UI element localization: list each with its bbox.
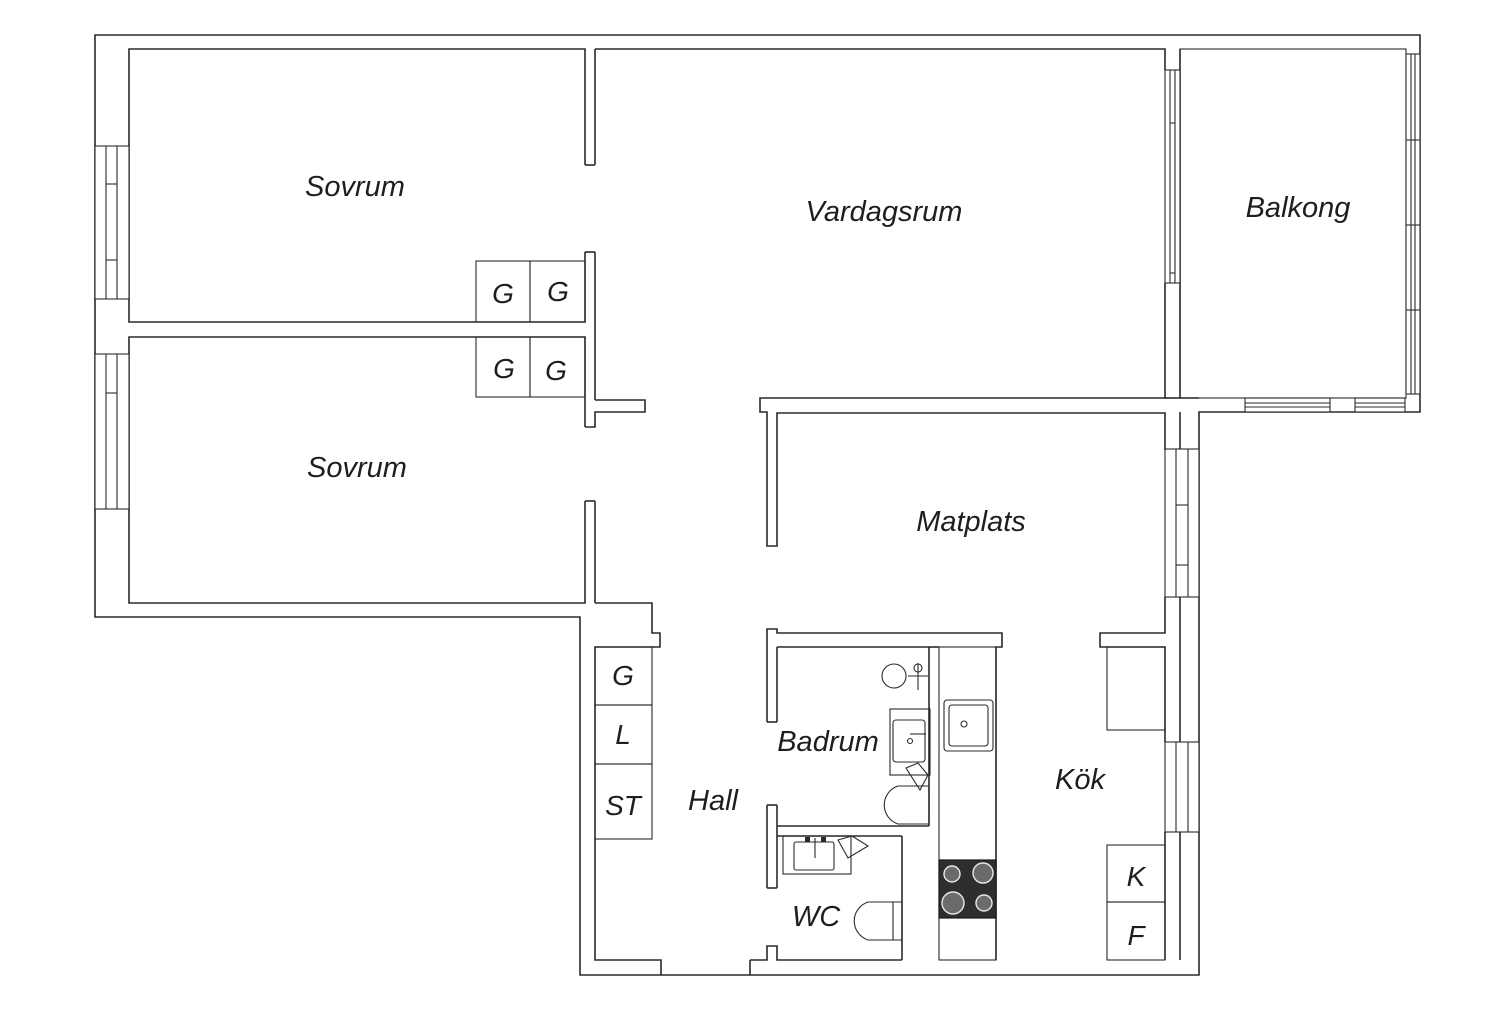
room-label-matplats: Matplats xyxy=(916,506,1026,538)
window-bedroom-lower xyxy=(94,353,130,510)
window-kitchen xyxy=(1164,741,1200,833)
cabinet-label-g: G xyxy=(493,353,515,384)
window-dining xyxy=(1164,448,1200,598)
bathroom-walls xyxy=(766,628,1003,960)
room-label-sovrum-lower: Sovrum xyxy=(307,452,407,484)
room-label-kok: Kök xyxy=(1055,764,1106,796)
cabinet-label-g: G xyxy=(547,276,569,307)
room-label-hall: Hall xyxy=(688,785,740,817)
cabinet-label-kok-f: F xyxy=(1127,920,1146,951)
kitchen-counter xyxy=(938,646,997,961)
room-label-vardagsrum: Vardagsrum xyxy=(806,196,963,228)
cabinet-label-hall-l: L xyxy=(615,719,631,750)
wc-washbasin xyxy=(782,835,870,875)
kitchen-hob xyxy=(938,859,997,919)
cabinet-label-g: G xyxy=(492,278,514,309)
wardrobe-group-lower xyxy=(475,336,586,398)
cabinet-label-kok-k: K xyxy=(1127,861,1147,892)
bathroom-toilet xyxy=(883,762,930,825)
window-balcony-right xyxy=(1405,53,1421,395)
exterior-wall-outer xyxy=(94,34,1421,976)
hall-cabinets xyxy=(594,646,653,840)
kitchen-cabinets-kf xyxy=(1106,844,1166,961)
room-label-sovrum-upper: Sovrum xyxy=(305,171,405,203)
kitchen-sink xyxy=(943,699,994,752)
window-bedroom-upper xyxy=(94,145,130,300)
bathroom-washbasin xyxy=(889,708,931,776)
window-balcony-bottom xyxy=(1244,397,1406,413)
hall-walls xyxy=(594,602,662,975)
room-label-wc: WC xyxy=(792,901,841,933)
room-label-badrum: Badrum xyxy=(777,726,879,758)
livingroom-walls xyxy=(595,48,1166,547)
wardrobe-group-upper xyxy=(475,260,586,323)
room-label-balkong: Balkong xyxy=(1246,192,1351,224)
wc-toilet xyxy=(853,901,903,941)
kitchen-appliance-box xyxy=(1106,646,1166,731)
window-livingroom xyxy=(1164,69,1181,284)
shower-fixture xyxy=(881,663,928,690)
cabinet-label-hall-st: ST xyxy=(605,790,643,821)
cabinet-label-g: G xyxy=(545,355,567,386)
cabinet-label-hall-g: G xyxy=(612,660,634,691)
